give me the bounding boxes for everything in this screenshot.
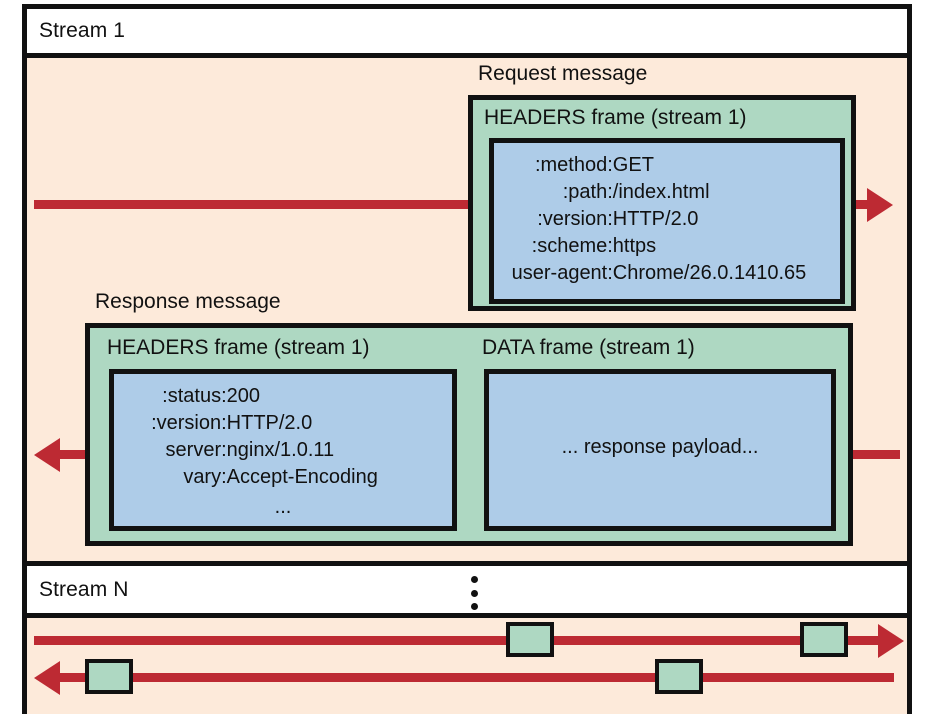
stream-n-body-panel	[27, 613, 907, 714]
header-value: Chrome/26.0.1410.65	[612, 262, 807, 284]
request-header-table: :method: GET :path: /index.html :version…	[494, 152, 840, 287]
header-key: :method:	[534, 154, 613, 176]
response-message-frame-group: HEADERS frame (stream 1) :status: 200 :v…	[85, 323, 853, 546]
header-key: :version:	[537, 208, 613, 230]
header-key: :scheme:	[531, 235, 613, 257]
table-row: :status: 200	[114, 383, 452, 410]
request-headers-frame-title: HEADERS frame (stream 1)	[484, 106, 747, 129]
stream-n-inbound-line	[60, 673, 894, 682]
ellipsis-dot	[470, 576, 478, 583]
stream-continuation-ellipsis-icon	[470, 576, 478, 610]
header-key: server:	[165, 439, 227, 461]
stream-n-inbound-frame-chip	[85, 659, 133, 694]
request-flow-arrowhead	[867, 188, 893, 222]
header-value: /index.html	[612, 181, 710, 203]
header-value: https	[612, 235, 657, 257]
ellipsis-dot	[470, 603, 478, 610]
header-key: :path:	[562, 181, 613, 203]
stream-1-header-band: Stream 1	[27, 9, 907, 53]
table-row: :path: /index.html	[494, 179, 840, 206]
stream-n-outbound-frame-chip	[800, 622, 848, 657]
stream-n-inbound-arrowhead	[34, 661, 60, 695]
response-message-label: Response message	[95, 290, 281, 313]
stream-n-inbound-frame-chip	[655, 659, 703, 694]
response-payload-text: ... response payload...	[561, 436, 759, 458]
header-continuation-ellipsis: ...	[274, 496, 292, 518]
stream-1-label: Stream 1	[39, 19, 125, 42]
table-row: :scheme: https	[494, 233, 840, 260]
request-flow-line	[34, 200, 867, 209]
request-headers-frame: HEADERS frame (stream 1) :method: GET :p…	[468, 95, 856, 311]
response-data-frame-title: DATA frame (stream 1)	[482, 336, 695, 359]
header-key: vary:	[183, 466, 227, 488]
stream-n-label: Stream N	[39, 577, 129, 601]
table-row: :version: HTTP/2.0	[494, 206, 840, 233]
stream-n-header-band: Stream N	[27, 566, 907, 613]
header-value: Accept-Encoding	[226, 466, 378, 488]
response-headers-payload-box: :status: 200 :version: HTTP/2.0 server: …	[109, 369, 457, 531]
response-header-table: :status: 200 :version: HTTP/2.0 server: …	[114, 383, 452, 521]
stream-n-outbound-arrowhead	[878, 624, 904, 658]
response-headers-frame-title: HEADERS frame (stream 1)	[107, 336, 370, 359]
header-key: :status:	[162, 385, 227, 407]
header-value: nginx/1.0.11	[226, 439, 335, 461]
header-value: HTTP/2.0	[226, 412, 313, 434]
response-flow-arrowhead	[34, 438, 60, 472]
stream-n-outbound-frame-chip	[506, 622, 554, 657]
stream-n-outbound-line	[34, 636, 881, 645]
request-message-label: Request message	[478, 62, 648, 85]
table-row: user-agent: Chrome/26.0.1410.65	[494, 260, 840, 287]
header-key: :version:	[151, 412, 227, 434]
table-row: :method: GET	[494, 152, 840, 179]
response-data-payload-box: ... response payload...	[484, 369, 836, 531]
header-value: GET	[612, 154, 654, 176]
header-key: user-agent:	[511, 262, 613, 284]
ellipsis-dot	[470, 589, 478, 597]
table-row: ...	[114, 491, 452, 521]
request-headers-payload-box: :method: GET :path: /index.html :version…	[489, 138, 845, 304]
table-row: server: nginx/1.0.11	[114, 437, 452, 464]
table-row: vary: Accept-Encoding	[114, 464, 452, 491]
table-row: :version: HTTP/2.0	[114, 410, 452, 437]
header-value: 200	[226, 385, 261, 407]
header-value: HTTP/2.0	[612, 208, 699, 230]
